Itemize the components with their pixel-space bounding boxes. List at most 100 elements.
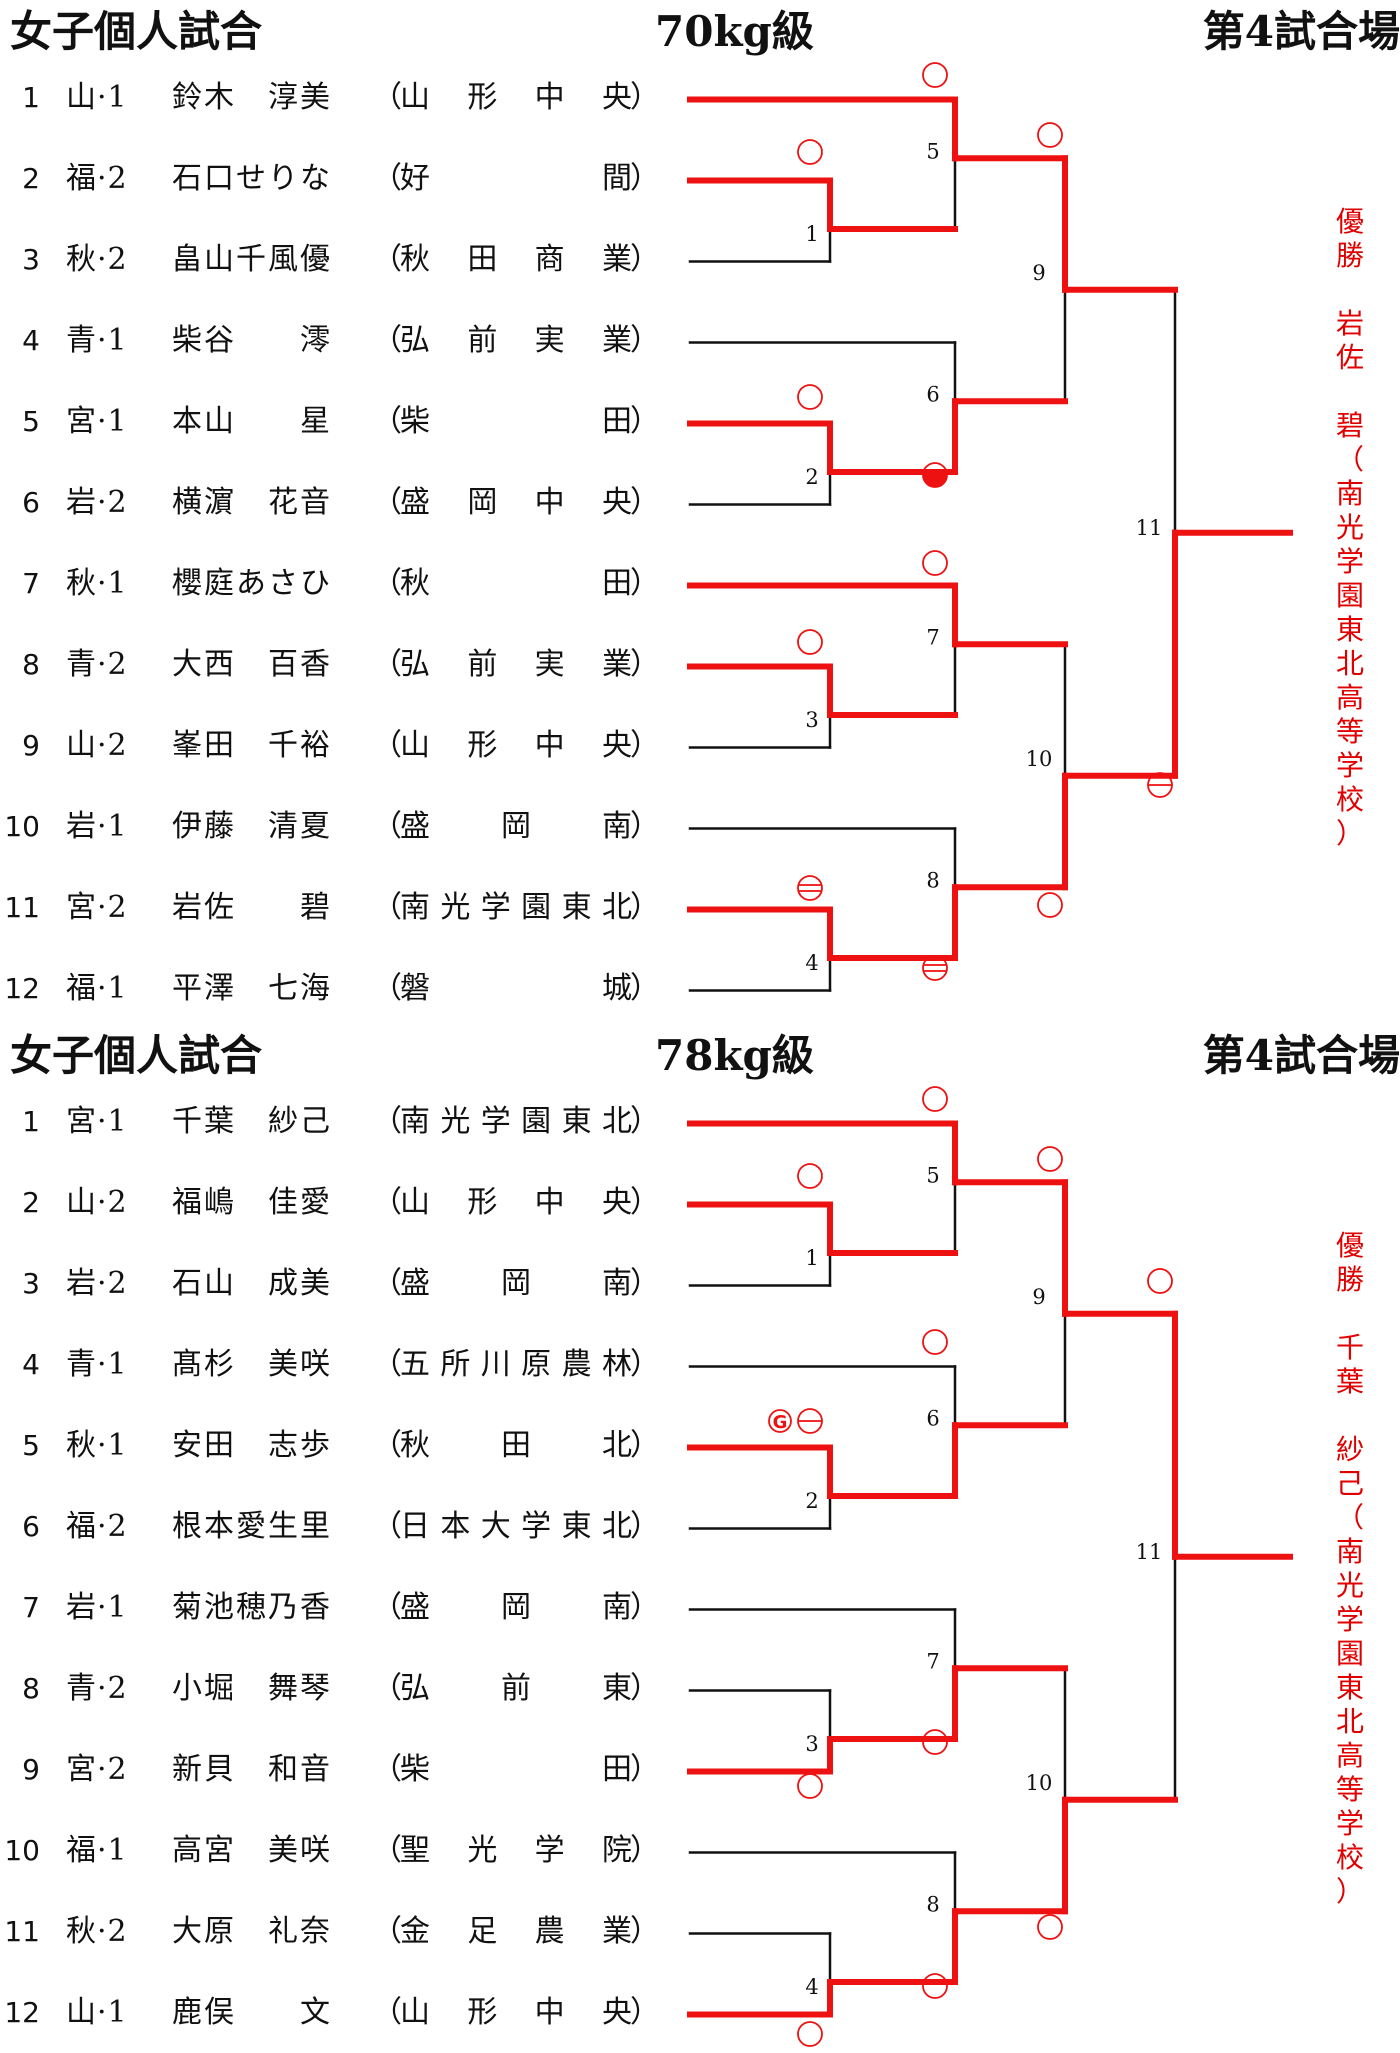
champion-char: 北 [1335, 647, 1364, 680]
entry-school: 山形中央 [400, 1162, 632, 1243]
section-title: 女子個人試合 [10, 1031, 263, 1080]
entry-name: 峯田 千裕 [172, 728, 332, 763]
paren-close: ） [630, 1671, 660, 1706]
entry-number: 2 [22, 1186, 40, 1219]
entry-prefecture-grade: 青·2 [66, 647, 128, 682]
school-char: 北 [602, 1428, 632, 1463]
entry-number: 4 [22, 1348, 40, 1381]
paren-open: （ [372, 1914, 402, 1949]
entry-number: 10 [4, 810, 40, 843]
paren-close: ） [630, 161, 660, 196]
match-number: 10 [1026, 1771, 1053, 1795]
entry-school: 柴田 [400, 1729, 632, 1810]
entry-prefecture-grade: 山·2 [66, 1185, 128, 1220]
paren-open: （ [372, 1104, 402, 1139]
result-mark-c [797, 629, 823, 655]
champion-char: 学 [1335, 545, 1364, 578]
entry-school: 盛岡南 [400, 786, 632, 867]
paren-close: ） [630, 1752, 660, 1787]
school-char: 東 [602, 1671, 632, 1706]
paren-close: ） [630, 1428, 660, 1463]
school-char: 田 [602, 566, 632, 601]
paren-open: （ [372, 485, 402, 520]
school-char: 中 [534, 1185, 565, 1220]
entry-name: 伊藤 清夏 [172, 809, 332, 844]
entry-school: 五所川原農林 [400, 1324, 632, 1405]
school-char: 学 [521, 1509, 552, 1544]
entry-name: 千葉 紗己 [172, 1104, 332, 1139]
entry-prefecture-grade: 秋·1 [66, 1428, 128, 1463]
paren-close: ） [630, 728, 660, 763]
paren-open: （ [372, 1752, 402, 1787]
paren-open: （ [372, 1347, 402, 1382]
school-char: 大 [480, 1509, 511, 1544]
school-char: 城 [602, 971, 632, 1006]
entry-prefecture-grade: 福·2 [66, 1509, 128, 1544]
entry-school: 好間 [400, 138, 632, 219]
result-mark-c [1037, 1146, 1063, 1172]
school-char: 前 [467, 323, 498, 358]
match-number: 1 [805, 222, 818, 246]
result-mark-c [922, 550, 948, 576]
paren-open: （ [372, 1995, 402, 2030]
result-mark-c [922, 62, 948, 88]
school-char: 北 [601, 1104, 632, 1139]
school-char: 盛 [400, 485, 430, 520]
champion-char: 東 [1335, 613, 1364, 646]
entry-school: 南光学園東北 [400, 867, 632, 948]
paren-open: （ [372, 728, 402, 763]
entry-prefecture-grade: 宮·2 [66, 1752, 128, 1787]
school-char: 前 [501, 1671, 531, 1706]
entry-name: 安田 志歩 [172, 1428, 332, 1463]
school-char: 秋 [400, 242, 430, 277]
entry-school: 秋田商業 [400, 219, 632, 300]
school-char: 秋 [400, 1428, 430, 1463]
entry-number: 7 [22, 567, 40, 600]
school-char: 園 [521, 890, 552, 925]
school-char: 本 [440, 1509, 471, 1544]
school-char: 北 [601, 890, 632, 925]
result-mark-c [797, 2021, 823, 2047]
school-char: 岡 [501, 1590, 531, 1625]
entry-school: 金足農業 [400, 1891, 632, 1972]
school-char: 金 [400, 1914, 430, 1949]
match-number: 7 [926, 625, 939, 649]
match-number: 10 [1026, 747, 1053, 771]
school-char: 岡 [467, 485, 498, 520]
champion-char: 光 [1335, 511, 1364, 544]
school-char: 学 [534, 1833, 565, 1868]
paren-open: （ [372, 890, 402, 925]
result-mark-c [922, 1973, 948, 1999]
champion-char: 学 [1335, 749, 1364, 782]
school-char: 実 [534, 323, 565, 358]
champion-char [1320, 375, 1380, 409]
entry-prefecture-grade: 宮·1 [66, 1104, 128, 1139]
school-char: 盛 [400, 809, 430, 844]
entry-school: 山形中央 [400, 705, 632, 786]
champion-char: 葉 [1335, 1365, 1364, 1398]
school-char: 形 [467, 1995, 498, 2030]
champion-char: 碧 [1335, 409, 1364, 442]
paren-close: ） [630, 1590, 660, 1625]
match-number: 9 [1032, 1285, 1045, 1309]
entry-number: 5 [22, 405, 40, 438]
school-char: 業 [601, 647, 632, 682]
school-char: 央 [601, 1995, 632, 2030]
paren-close: ） [630, 890, 660, 925]
entry-school: 弘前実業 [400, 300, 632, 381]
paren-close: ） [630, 1914, 660, 1949]
entry-prefecture-grade: 福·2 [66, 161, 128, 196]
paren-close: ） [630, 242, 660, 277]
entry-number: 12 [4, 1996, 40, 2029]
entry-prefecture-grade: 宮·1 [66, 404, 128, 439]
entry-name: 鈴木 淳美 [172, 80, 332, 115]
entry-name: 大原 礼奈 [172, 1914, 332, 1949]
